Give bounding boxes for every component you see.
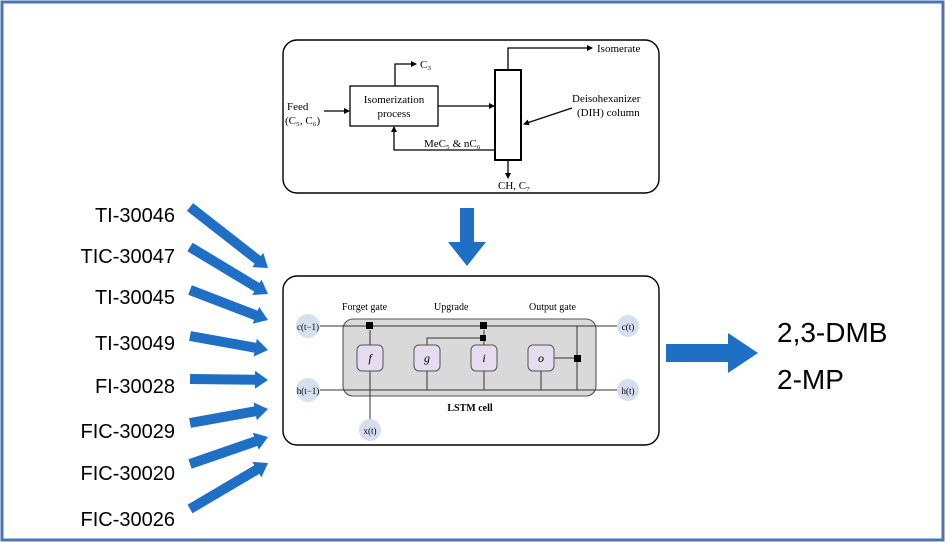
upgrade-label: Upgrade — [434, 302, 469, 313]
x-t-node — [359, 419, 381, 441]
isomerization-label: Isomerization — [364, 94, 425, 106]
light-ends-line — [394, 61, 417, 86]
g-to-i-op — [426, 337, 484, 345]
gate-g — [413, 344, 441, 372]
isomerate-label: Isomerate — [597, 43, 640, 55]
c-t-label: c(t) — [622, 322, 635, 332]
input-tag-label: FIC-30029 — [81, 421, 176, 443]
dih-column — [494, 69, 522, 161]
h-t-node — [617, 379, 639, 401]
gate-o-label: o — [538, 351, 544, 365]
h-prev-node — [296, 378, 320, 402]
input-tag-label: FIC-30020 — [81, 463, 176, 485]
input-tag-label: TI-30046 — [95, 205, 175, 227]
c-prev-node — [296, 314, 320, 338]
isomerization-unit-box — [349, 85, 439, 127]
forget-op — [366, 322, 373, 329]
upgrade-op — [480, 322, 487, 329]
input-tag-label: FI-30028 — [95, 376, 175, 398]
process-label: process — [378, 108, 411, 120]
input-arrow — [189, 370, 268, 389]
lstm-diagram: Forget gate Upgrade Output gate LSTM cel… — [282, 275, 660, 446]
column-label-line1: Deisohexanizer — [572, 93, 641, 105]
input-arrow — [188, 432, 268, 469]
forget-gate-label: Forget gate — [342, 302, 388, 313]
process-flow-diagram: Feed (C₅, C₆) Isomerization process C₃ M… — [282, 39, 660, 194]
output-op — [574, 355, 581, 362]
input-tag-label: FIC-30026 — [81, 509, 176, 531]
lstm-cell-label: LSTM cell — [447, 403, 492, 414]
i-op — [480, 335, 486, 341]
input-tag-label: TI-30045 — [95, 287, 175, 309]
recycle-line — [391, 126, 495, 151]
input-arrow — [189, 402, 268, 428]
feed-components-label: (C₅, C₆) — [285, 115, 321, 127]
output-arrow — [666, 333, 758, 373]
gate-f — [356, 344, 384, 372]
lstm-cell-box — [342, 318, 597, 397]
gate-f-label: f — [368, 351, 373, 365]
c-prev-label: c(t−1) — [297, 322, 319, 332]
input-arrow — [189, 331, 268, 357]
gate-i-label: i — [482, 351, 485, 365]
output-gate-label: Output gate — [529, 302, 576, 313]
column-pointer-arrow — [523, 107, 573, 126]
input-variables: TI-30046TIC-30047TI-30045TI-30049FI-3002… — [81, 203, 268, 531]
gate-i — [470, 344, 498, 372]
input-arrow — [188, 285, 268, 324]
gate-o — [527, 344, 555, 372]
output-2-3-dmb: 2,3-DMB — [777, 317, 887, 348]
h-t-label: h(t) — [622, 386, 635, 396]
h-prev-label: h(t−1) — [297, 386, 320, 396]
down-arrow — [448, 208, 486, 266]
isomerate-line — [507, 45, 593, 70]
x-t-label: x(t) — [364, 426, 377, 436]
input-arrow — [187, 461, 268, 514]
light-ends-label: C₃ — [420, 59, 431, 71]
input-tag-label: TIC-30047 — [81, 246, 176, 268]
bottoms-label: CH, C₇ — [498, 180, 530, 192]
recycle-label: MeC₅ & nC₆ — [424, 138, 481, 150]
input-tag-label: TI-30049 — [95, 333, 175, 355]
output-2-mp: 2-MP — [777, 364, 844, 395]
c-t-node — [617, 315, 639, 337]
input-arrow — [186, 203, 268, 268]
column-label-line2: (DIH) column — [577, 107, 640, 119]
process-panel-border — [282, 39, 660, 194]
gate-g-label: g — [424, 351, 430, 365]
input-arrow — [187, 242, 268, 295]
feed-label: Feed — [287, 101, 309, 113]
